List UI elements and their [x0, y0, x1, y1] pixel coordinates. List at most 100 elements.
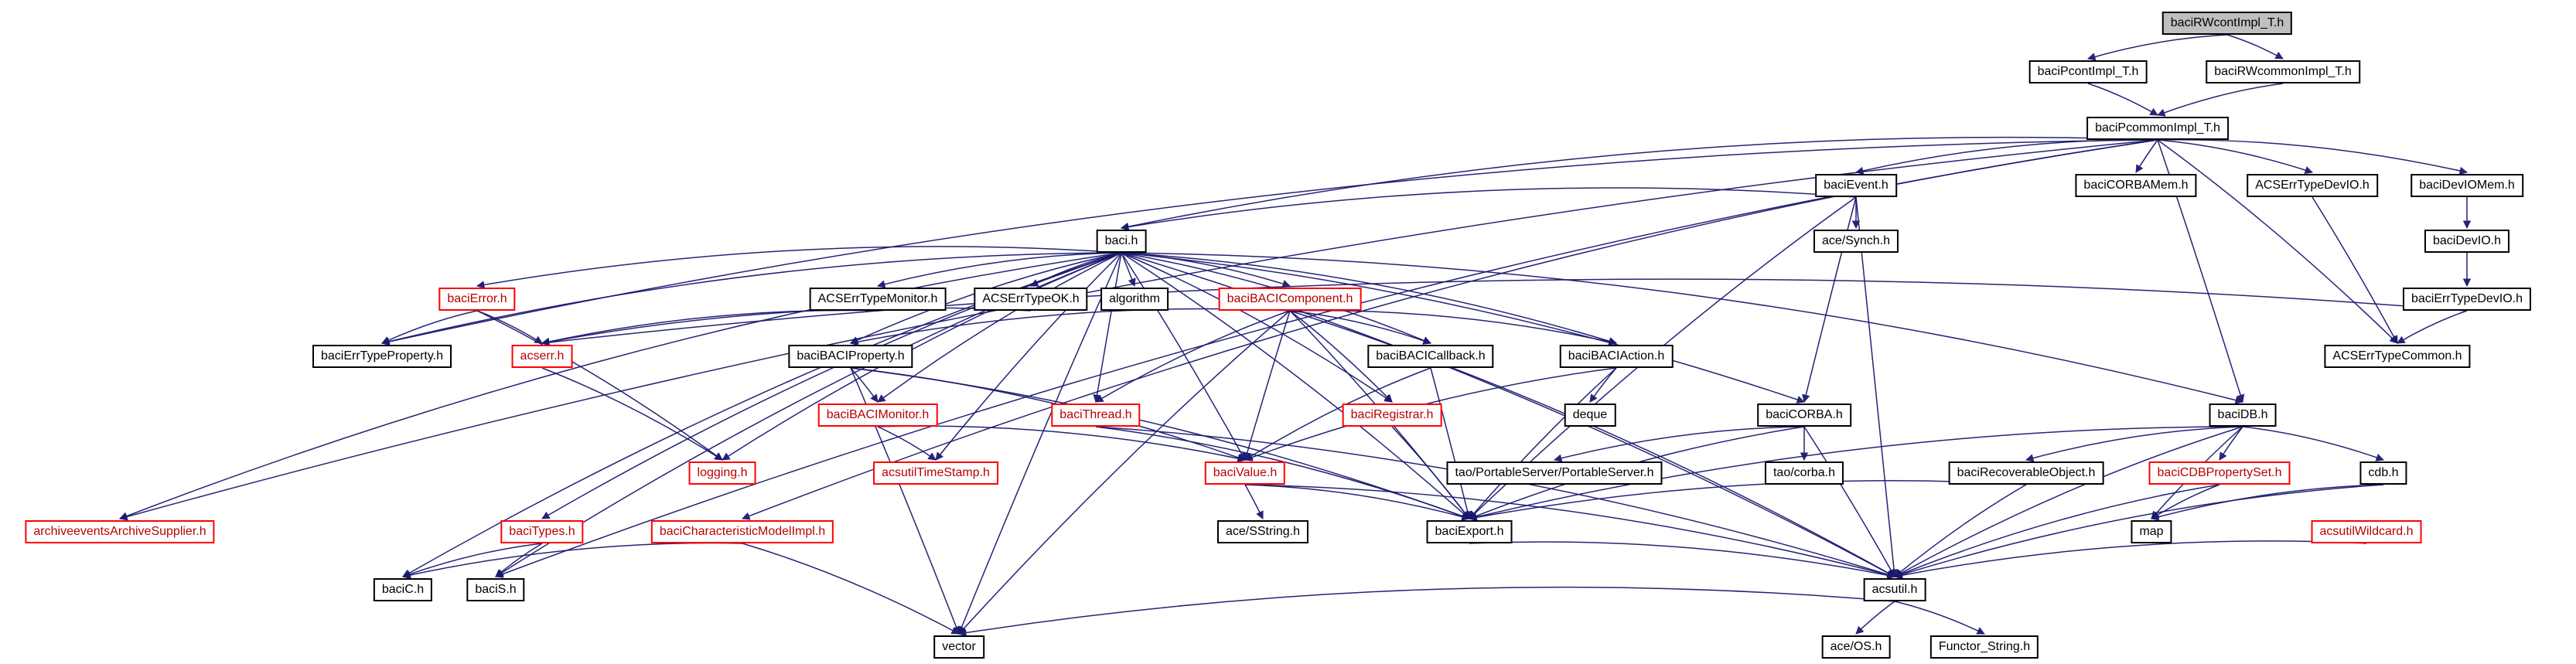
- include-edge-baci-to-vector: [957, 252, 1122, 635]
- include-edge-wildcard-to-acsutil: [1893, 540, 2367, 580]
- graph-node-bacierror[interactable]: baciError.h: [438, 288, 516, 311]
- graph-node-acserrtypecommon[interactable]: ACSErrTypeCommon.h: [2324, 345, 2471, 368]
- graph-node-errtypedevio[interactable]: baciErrTypeDevIO.h: [2402, 288, 2532, 311]
- include-edge-baci-to-bacidb: [1121, 252, 2244, 404]
- include-edge-bacivalue-to-baciexport: [1244, 484, 1471, 521]
- graph-node-baciaction[interactable]: baciBACIAction.h: [1559, 345, 1674, 368]
- include-edge-errtypedevio-to-acserrtypecommon: [2397, 310, 2468, 344]
- include-edge-bacicomponent-to-vector: [958, 310, 1291, 635]
- include-edge-baci-to-baciexport: [1121, 252, 1470, 519]
- graph-node-errtypeproperty[interactable]: baciErrTypeProperty.h: [312, 345, 452, 368]
- include-edge-bacicallback-to-baciexport: [1430, 367, 1472, 520]
- include-edge-acsutil-to-aceos: [1855, 601, 1895, 635]
- graph-node-acserrtypedevio[interactable]: ACSErrTypeDevIO.h: [2247, 174, 2378, 197]
- graph-node-acserrtypeok[interactable]: ACSErrTypeOK.h: [974, 288, 1088, 311]
- include-edge-baciaction-to-bacivalue: [1244, 367, 1617, 461]
- include-edge-bacidb-to-cdb: [2242, 426, 2384, 461]
- include-edge-rwcommon-to-pcommon: [2157, 83, 2284, 117]
- graph-node-baciproperty[interactable]: baciBACIProperty.h: [788, 345, 913, 368]
- graph-node-recoverable[interactable]: baciRecoverableObject.h: [1948, 461, 2104, 485]
- include-edge-bacicomponent-to-baciregistrar: [1289, 310, 1393, 403]
- include-edge-bacicorba-to-taoportable: [1553, 426, 1805, 462]
- graph-node-map[interactable]: map: [2131, 520, 2172, 543]
- include-edge-pcommon-to-acserrtypecommon: [2157, 139, 2398, 344]
- graph-node-bacicallback[interactable]: baciBACICallback.h: [1367, 345, 1494, 368]
- graph-node-algorithm[interactable]: algorithm: [1100, 288, 1169, 311]
- graph-node-bacic[interactable]: baciC.h: [373, 578, 433, 601]
- graph-node-logging[interactable]: logging.h: [688, 461, 756, 485]
- graph-node-deque[interactable]: deque: [1564, 404, 1616, 427]
- include-edge-baci-to-bacierror: [476, 246, 1122, 289]
- graph-node-bacivalue[interactable]: baciValue.h: [1204, 461, 1286, 485]
- graph-node-baci[interactable]: baci.h: [1096, 230, 1147, 253]
- include-edge-baciexport-to-acsutil: [1469, 541, 1896, 580]
- graph-node-charmodel[interactable]: baciCharacteristicModelImpl.h: [650, 520, 834, 543]
- include-edge-baci-to-bacitypes: [541, 252, 1122, 519]
- include-edge-baci-to-bacicorba: [1121, 252, 1805, 404]
- include-edge-bacimonitor-to-timestamp: [877, 426, 937, 461]
- include-edge-baci-to-timestamp: [935, 252, 1122, 461]
- include-edge-bacierror-to-acserr: [476, 310, 543, 344]
- include-edge-bacitypes-to-bacic: [402, 543, 543, 578]
- include-edge-bacidb-to-cdbpropset: [2219, 426, 2243, 461]
- graph-node-bacitypes[interactable]: baciTypes.h: [500, 520, 584, 543]
- graph-node-deviomem[interactable]: baciDevIOMem.h: [2411, 174, 2523, 197]
- graph-node-baciregistrar[interactable]: baciRegistrar.h: [1342, 404, 1442, 427]
- graph-node-cdbpropset[interactable]: baciCDBPropertySet.h: [2148, 461, 2291, 485]
- graph-node-corbamem[interactable]: baciCORBAMem.h: [2075, 174, 2197, 197]
- graph-node-archive[interactable]: archiveeventsArchiveSupplier.h: [25, 520, 215, 543]
- graph-node-rwcont[interactable]: baciRWcontImpl_T.h: [2161, 12, 2293, 35]
- include-edge-baci-to-baciregistrar: [1121, 252, 1393, 403]
- include-edge-bacidb-to-acsutil: [1894, 426, 2243, 577]
- graph-node-vector[interactable]: vector: [933, 635, 984, 659]
- graph-node-wildcard[interactable]: acsutilWildcard.h: [2311, 520, 2422, 543]
- graph-node-acsutil[interactable]: acsutil.h: [1863, 578, 1926, 601]
- include-edge-baciproperty-to-bacimonitor: [850, 367, 879, 403]
- graph-node-bacithread[interactable]: baciThread.h: [1051, 404, 1141, 427]
- graph-node-bacicorba[interactable]: baciCORBA.h: [1757, 404, 1851, 427]
- include-edge-baci-to-archive: [119, 252, 1122, 520]
- include-edge-acsutil-to-functor: [1894, 601, 1985, 635]
- graph-node-acesynch[interactable]: ace/Synch.h: [1813, 230, 1899, 253]
- include-edge-acsutil-to-vector: [957, 586, 1895, 637]
- include-edge-recoverable-to-baciexport: [1468, 480, 2027, 522]
- graph-node-pcommon[interactable]: baciPcommonImpl_T.h: [2086, 117, 2229, 140]
- graph-node-rwcommon[interactable]: baciRWcommonImpl_T.h: [2206, 60, 2360, 83]
- graph-node-event[interactable]: baciEvent.h: [1815, 174, 1897, 197]
- graph-node-pcont[interactable]: baciPcontImpl_T.h: [2028, 60, 2148, 83]
- graph-node-bacicomponent[interactable]: baciBACIComponent.h: [1218, 288, 1362, 311]
- graph-node-timestamp[interactable]: acsutilTimeStamp.h: [873, 461, 998, 485]
- include-edge-event-to-bacicorba: [1802, 196, 1857, 404]
- graph-node-taoportable[interactable]: tao/PortableServer/PortableServer.h: [1446, 461, 1663, 485]
- graph-node-bacidb[interactable]: baciDB.h: [2209, 404, 2277, 427]
- include-edge-pcommon-to-baci: [1120, 136, 2158, 231]
- include-edge-bacivalue-to-acsutil: [1244, 484, 1896, 579]
- include-edge-pcommon-to-deviomem: [2157, 139, 2469, 175]
- include-edge-baci-to-bacivalue: [1121, 252, 1246, 461]
- include-edge-cdbpropset-to-map: [2151, 484, 2220, 519]
- include-edge-cdbpropset-to-acsutil: [1894, 484, 2220, 578]
- include-edge-baci-to-logging: [722, 252, 1122, 461]
- graph-node-acestring[interactable]: ace/SString.h: [1216, 520, 1309, 543]
- include-edge-baci-to-baciaction: [1121, 252, 1618, 346]
- include-edge-rwcont-to-rwcommon: [2226, 34, 2284, 60]
- graph-node-functor[interactable]: Functor_String.h: [1929, 635, 2039, 659]
- include-edge-pcommon-to-corbamem: [2135, 139, 2158, 173]
- include-edge-bacitypes-to-bacis: [495, 543, 543, 577]
- include-edge-baciaction-to-baciexport: [1469, 367, 1617, 519]
- include-edge-pcont-to-pcommon: [2087, 83, 2158, 116]
- graph-node-acserr[interactable]: acserr.h: [511, 345, 573, 368]
- graph-node-taocorba[interactable]: tao/corba.h: [1764, 461, 1844, 485]
- graph-node-bacimonitor[interactable]: baciBACIMonitor.h: [817, 404, 938, 427]
- graph-node-devio[interactable]: baciDevIO.h: [2424, 230, 2510, 253]
- include-edge-pcommon-to-bacis: [495, 139, 2158, 578]
- graph-node-cdb[interactable]: cdb.h: [2359, 461, 2407, 485]
- include-edge-baciproperty-to-baciexport: [850, 367, 1470, 520]
- graph-node-aceos[interactable]: ace/OS.h: [1821, 635, 1891, 659]
- graph-node-bacis[interactable]: baciS.h: [466, 578, 525, 601]
- graph-node-baciexport[interactable]: baciExport.h: [1426, 520, 1513, 543]
- include-edge-pcommon-to-bacidb: [2157, 139, 2245, 404]
- graph-node-acserrtypemonitor[interactable]: ACSErrTypeMonitor.h: [809, 288, 947, 311]
- include-edge-cdb-to-acsutil: [1893, 484, 2384, 579]
